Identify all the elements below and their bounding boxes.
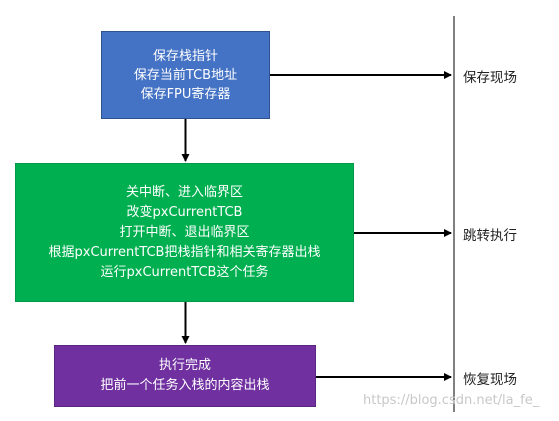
step-text: 保存FPU寄存器: [140, 86, 231, 102]
label-save-context: 保存现场: [463, 70, 517, 86]
step-text: 保存栈指针: [152, 48, 218, 64]
step-text: 执行完成: [158, 358, 211, 373]
step-text: 改变pxCurrentTCB: [126, 204, 243, 220]
label-restore-context: 恢复现场: [463, 372, 517, 388]
step-jump-execute-box: 关中断、进入临界区 改变pxCurrentTCB 打开中断、退出临界区 根据px…: [15, 163, 354, 302]
step-text: 把前一个任务入栈的内容出栈: [100, 378, 270, 393]
step-text: 关中断、进入临界区: [125, 184, 243, 200]
step-restore-context-box: 执行完成 把前一个任务入栈的内容出栈: [54, 345, 316, 407]
step-text: 根据pxCurrentTCB把栈指针和相关寄存器出栈: [48, 244, 321, 260]
label-jump-execute: 跳转执行: [463, 228, 517, 244]
watermark: https://blog.csdn.net/la_fe_: [363, 393, 540, 408]
step-text: 打开中断、退出临界区: [119, 224, 250, 240]
step-text: 保存当前TCB地址: [133, 67, 238, 83]
step-save-context-box: 保存栈指针 保存当前TCB地址 保存FPU寄存器: [101, 31, 270, 119]
step-text: 运行pxCurrentTCB这个任务: [100, 264, 269, 280]
